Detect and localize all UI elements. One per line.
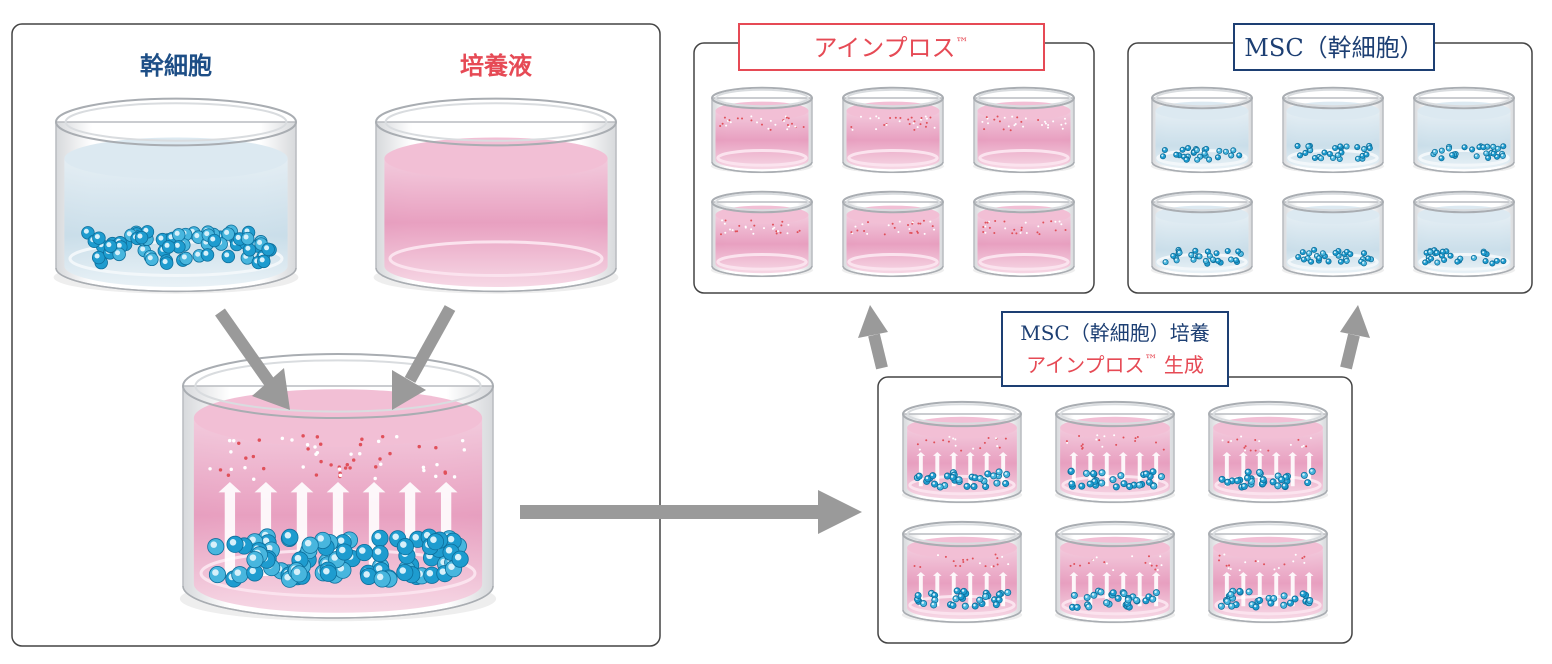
culture-title-box: [1001, 311, 1229, 387]
msc-dish-4: [1151, 190, 1253, 278]
stem-cells-label: 幹細胞: [140, 52, 212, 80]
mixed-culture-dish: [179, 353, 497, 622]
arrow-to-culture-head: [818, 490, 862, 534]
dishes-layer: [53, 86, 1515, 624]
culture-dish-6: [1207, 520, 1329, 624]
ainpros-title-box: [738, 23, 1045, 71]
msc-dish-6: [1413, 190, 1515, 278]
arrow-medium-to-mix: [404, 305, 456, 383]
culture-dish-3: [1207, 400, 1329, 504]
arrow-to-ainpros: [868, 333, 888, 370]
msc-dish-3: [1413, 86, 1515, 174]
culture-title-line1: MSC（幹細胞）培養: [1020, 321, 1209, 345]
culture-dish-4: [901, 520, 1023, 624]
msc-title-box: [1233, 23, 1435, 71]
arrow-cells-to-mix: [215, 308, 277, 390]
culture-dish-1: [901, 400, 1023, 504]
arrow-to-msc: [1340, 333, 1360, 370]
arrow-cells-to-mix-head: [252, 368, 290, 410]
ainpros-dish-6: [973, 190, 1075, 278]
arrow-to-ainpros-head: [858, 305, 888, 338]
culture-medium-dish: [373, 97, 619, 294]
ainpros-dish-1: [711, 86, 813, 174]
ainpros-dish-3: [973, 86, 1075, 174]
ainpros-dish-2: [842, 86, 944, 174]
arrow-medium-to-mix-head: [392, 370, 426, 410]
culture-dish-5: [1054, 520, 1176, 624]
msc-dish-2: [1282, 86, 1384, 174]
culture-title-line2: アインプロス™ 生成: [1026, 353, 1204, 377]
stem-cells-dish: [53, 97, 299, 294]
ainpros-dish-5: [842, 190, 944, 278]
ainpros-title: アインプロス™: [813, 34, 968, 62]
msc-dish-1: [1151, 86, 1253, 174]
culture-dish-2: [1054, 400, 1176, 504]
ainpros-dish-4: [711, 190, 813, 278]
arrow-to-msc-head: [1340, 305, 1370, 338]
msc-title: MSC（幹細胞）: [1244, 34, 1423, 62]
msc-dish-5: [1282, 190, 1384, 278]
culture-medium-label: 培養液: [460, 52, 532, 80]
